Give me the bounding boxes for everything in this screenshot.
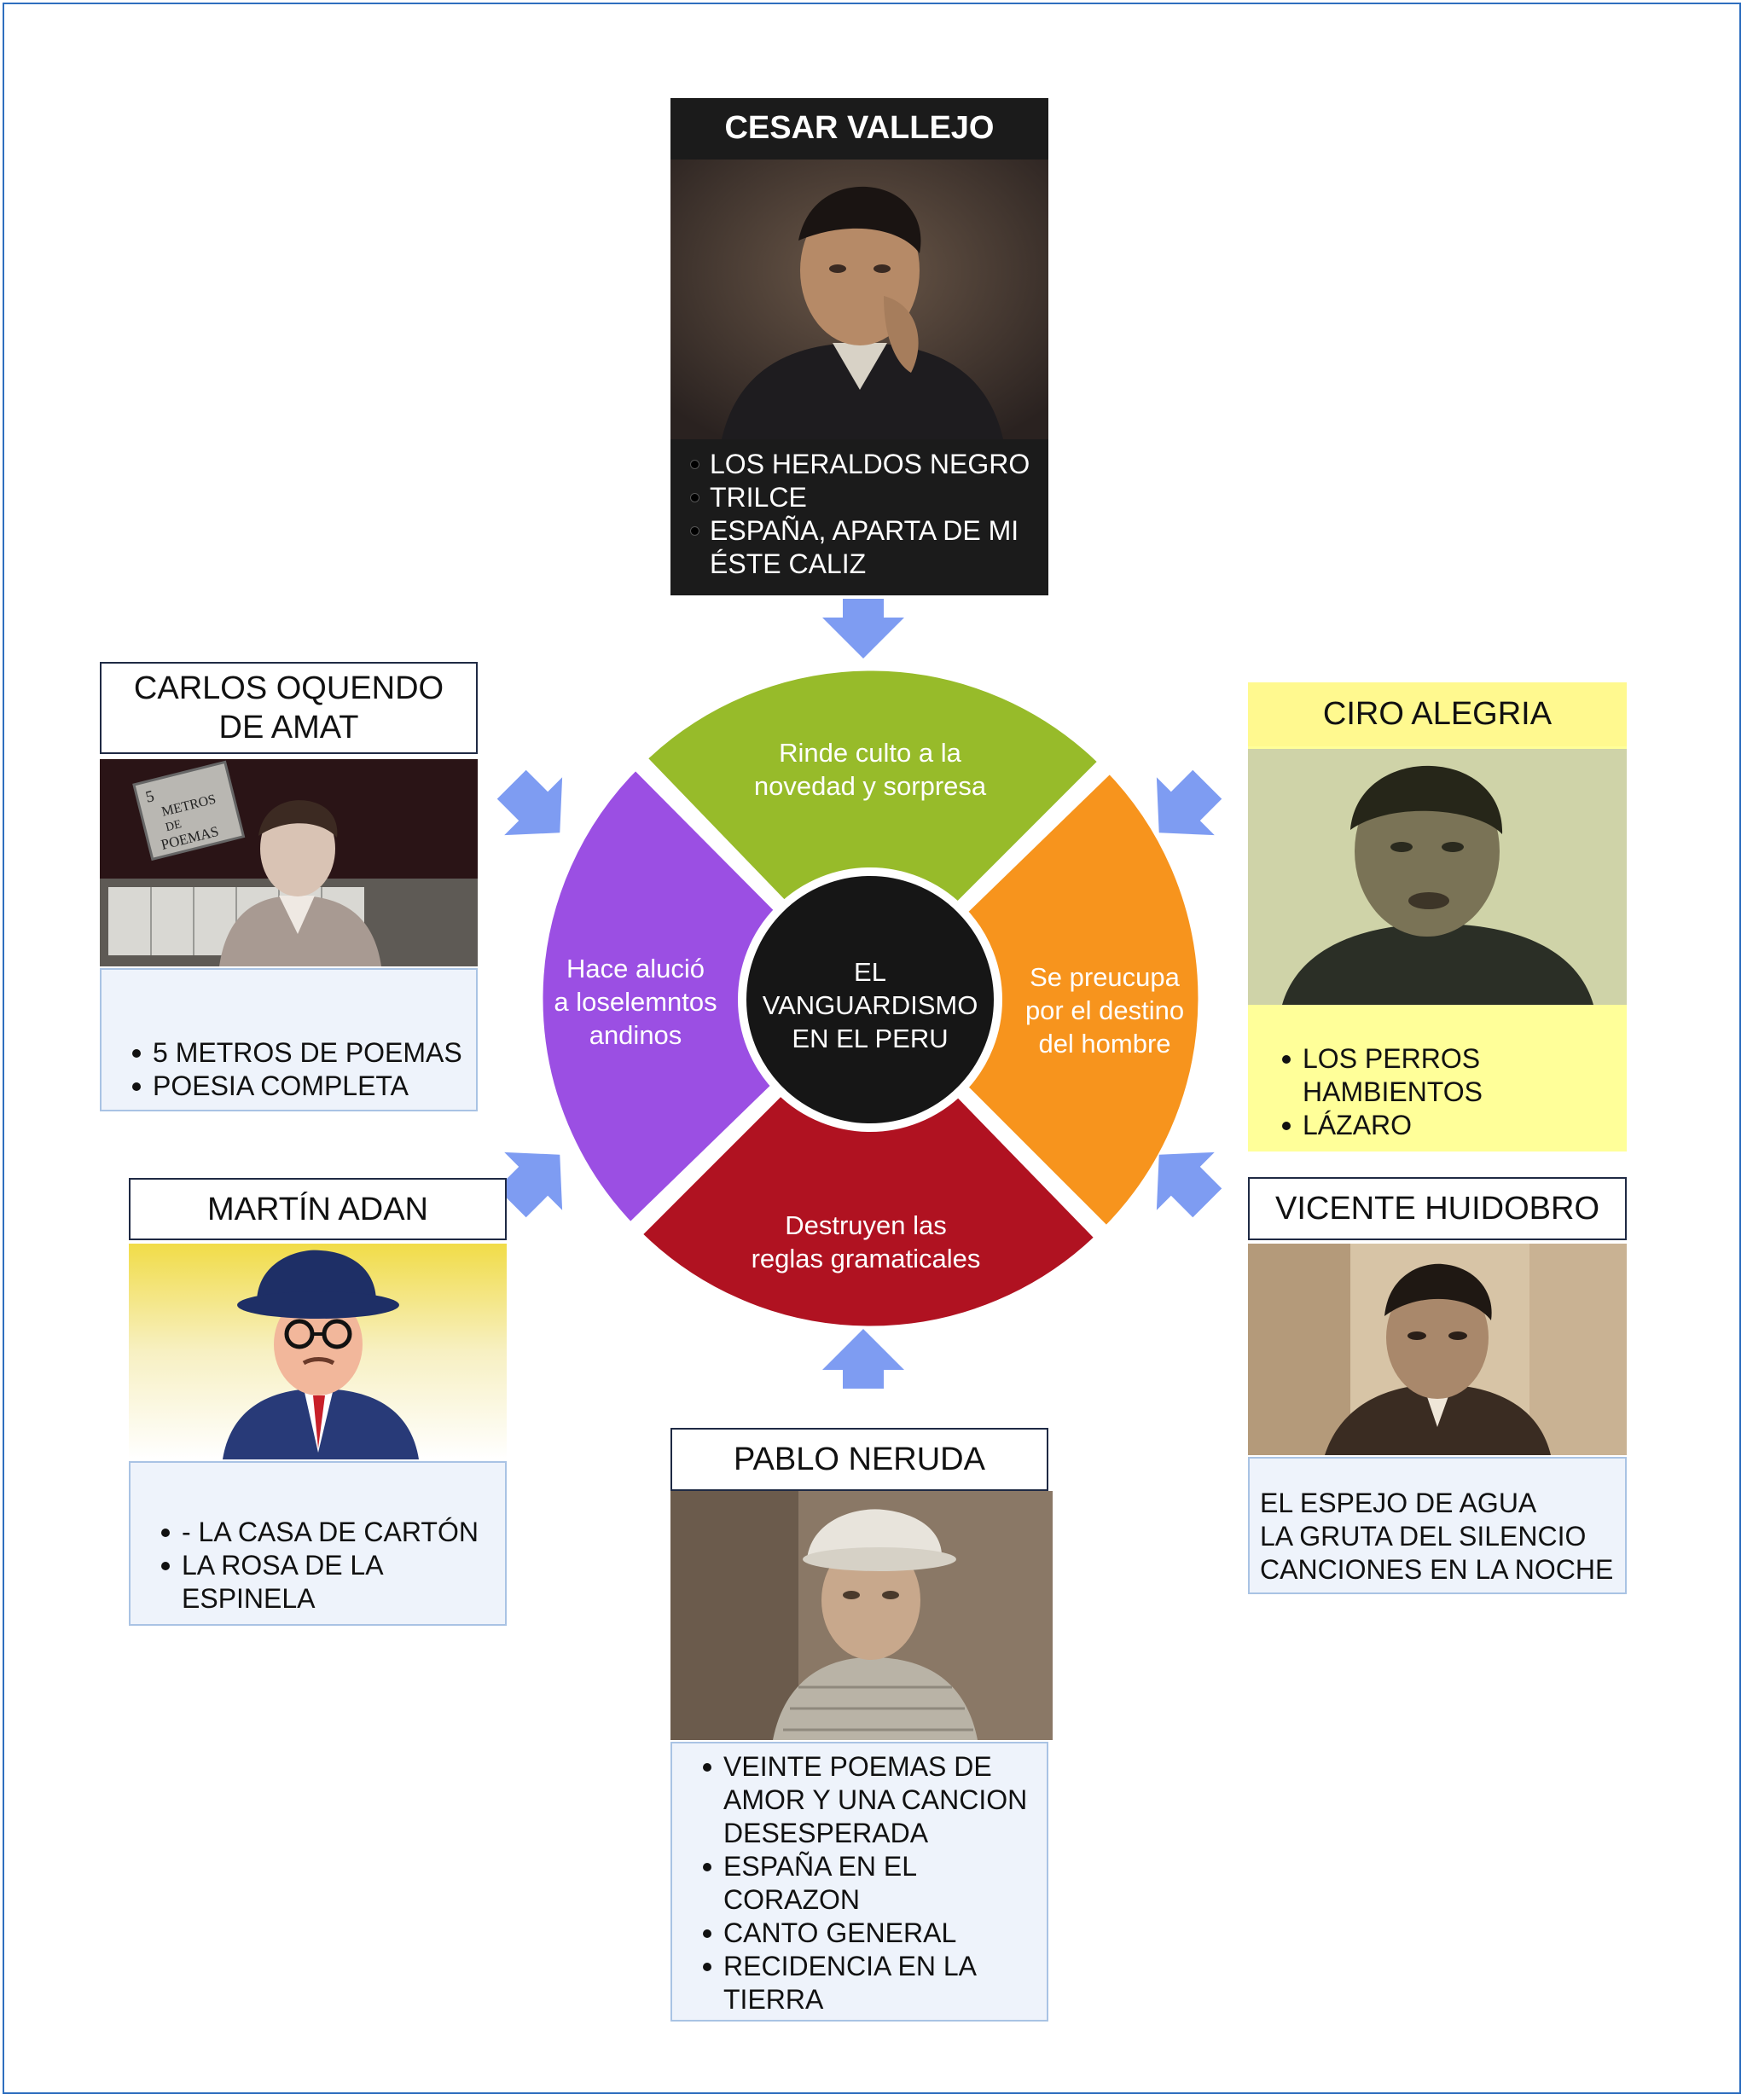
works-neruda: VEINTE POEMAS DE AMOR Y UNA CANCION DESE…	[670, 1742, 1048, 2022]
card-title: CIRO ALEGRIA	[1248, 682, 1627, 746]
portrait-huidobro	[1248, 1244, 1627, 1455]
segment-right-label: Se preucupa por el destino del hombre	[1024, 962, 1185, 1059]
work-item: CANCIONES EN LA NOCHE	[1260, 1554, 1614, 1585]
work-item: CANTO GENERAL	[703, 1917, 1047, 1950]
arrow-lower-left	[496, 1152, 563, 1218]
arrow-bottom	[822, 1329, 904, 1389]
card-vallejo: CESAR VALLEJO LOS HERALDOS NEGRO TRILCE	[670, 98, 1048, 595]
card-alegria: CIRO ALEGRIA LOS PERROS HAMBIENTOS LÁZAR…	[1248, 682, 1627, 1152]
work-item: ESPAÑA EN EL CORAZON	[703, 1850, 962, 1917]
work-item: ESPAÑA, APARTA DE MI ÉSTE CALIZ	[691, 514, 1041, 581]
work-item: LA GRUTA DEL SILENCIO	[1260, 1521, 1587, 1552]
works-huidobro: EL ESPEJO DE AGUA LA GRUTA DEL SILENCIO …	[1248, 1457, 1627, 1594]
card-title-neruda: PABLO NERUDA	[670, 1428, 1048, 1491]
center-circle	[738, 867, 1002, 1132]
portrait-oquendo: 5 METROS DE POEMAS	[100, 759, 478, 966]
arrow-top	[822, 599, 904, 658]
segment-bottom-label: Destruyen las reglas gramaticales	[751, 1210, 981, 1273]
page-border	[3, 3, 1741, 2094]
card-title-adan: MARTÍN ADAN	[129, 1178, 507, 1240]
work-item: EL ESPEJO DE AGUA	[1260, 1488, 1537, 1518]
work-item: TRILCE	[691, 481, 1041, 514]
portrait-alegria	[1248, 749, 1627, 1005]
segment-bottom	[627, 991, 1110, 1340]
segment-top-label: Rinde culto a la novedad y sorpresa	[753, 738, 987, 801]
work-item: LA ROSA DE LA ESPINELA	[161, 1549, 421, 1616]
svg-text:DE: DE	[165, 818, 183, 834]
portrait-adan	[129, 1244, 507, 1459]
arrow-upper-left	[496, 769, 563, 836]
arrow-upper-right	[1156, 769, 1222, 836]
portrait-neruda	[670, 1491, 1053, 1740]
portrait-vallejo	[670, 160, 1048, 439]
work-item: LÁZARO	[1282, 1109, 1615, 1142]
segment-left	[529, 755, 877, 1238]
segment-left-label: Hace alució a loselemntos andinos	[554, 954, 717, 1050]
work-item: 5 METROS DE POEMAS	[132, 1036, 476, 1070]
center-label: EL VANGUARDISMO EN EL PERU	[762, 957, 978, 1053]
works-alegria: LOS PERROS HAMBIENTOS LÁZARO	[1282, 1042, 1615, 1142]
work-item: LOS HERALDOS NEGRO	[691, 448, 1041, 481]
card-title-oquendo: CARLOS OQUENDO DE AMAT	[100, 662, 478, 754]
works-adan: - LA CASA DE CARTÓN LA ROSA DE LA ESPINE…	[129, 1461, 507, 1626]
work-item: POESIA COMPLETA	[132, 1070, 476, 1103]
work-item: RECIDENCIA EN LA TIERRA	[703, 1950, 1005, 2016]
segment-top	[632, 657, 1113, 1005]
work-item: LOS PERROS HAMBIENTOS	[1282, 1042, 1615, 1109]
card-title: CESAR VALLEJO	[724, 109, 995, 146]
arrow-lower-right	[1156, 1152, 1222, 1218]
work-item: VEINTE POEMAS DE AMOR Y UNA CANCION DESE…	[703, 1750, 1048, 1850]
works-vallejo: LOS HERALDOS NEGRO TRILCE ESPAÑA, APARTA…	[691, 448, 1041, 581]
card-title-huidobro: VICENTE HUIDOBRO	[1248, 1177, 1627, 1240]
works-oquendo: 5 METROS DE POEMAS POESIA COMPLETA	[100, 968, 478, 1111]
work-item: - LA CASA DE CARTÓN	[161, 1516, 505, 1549]
